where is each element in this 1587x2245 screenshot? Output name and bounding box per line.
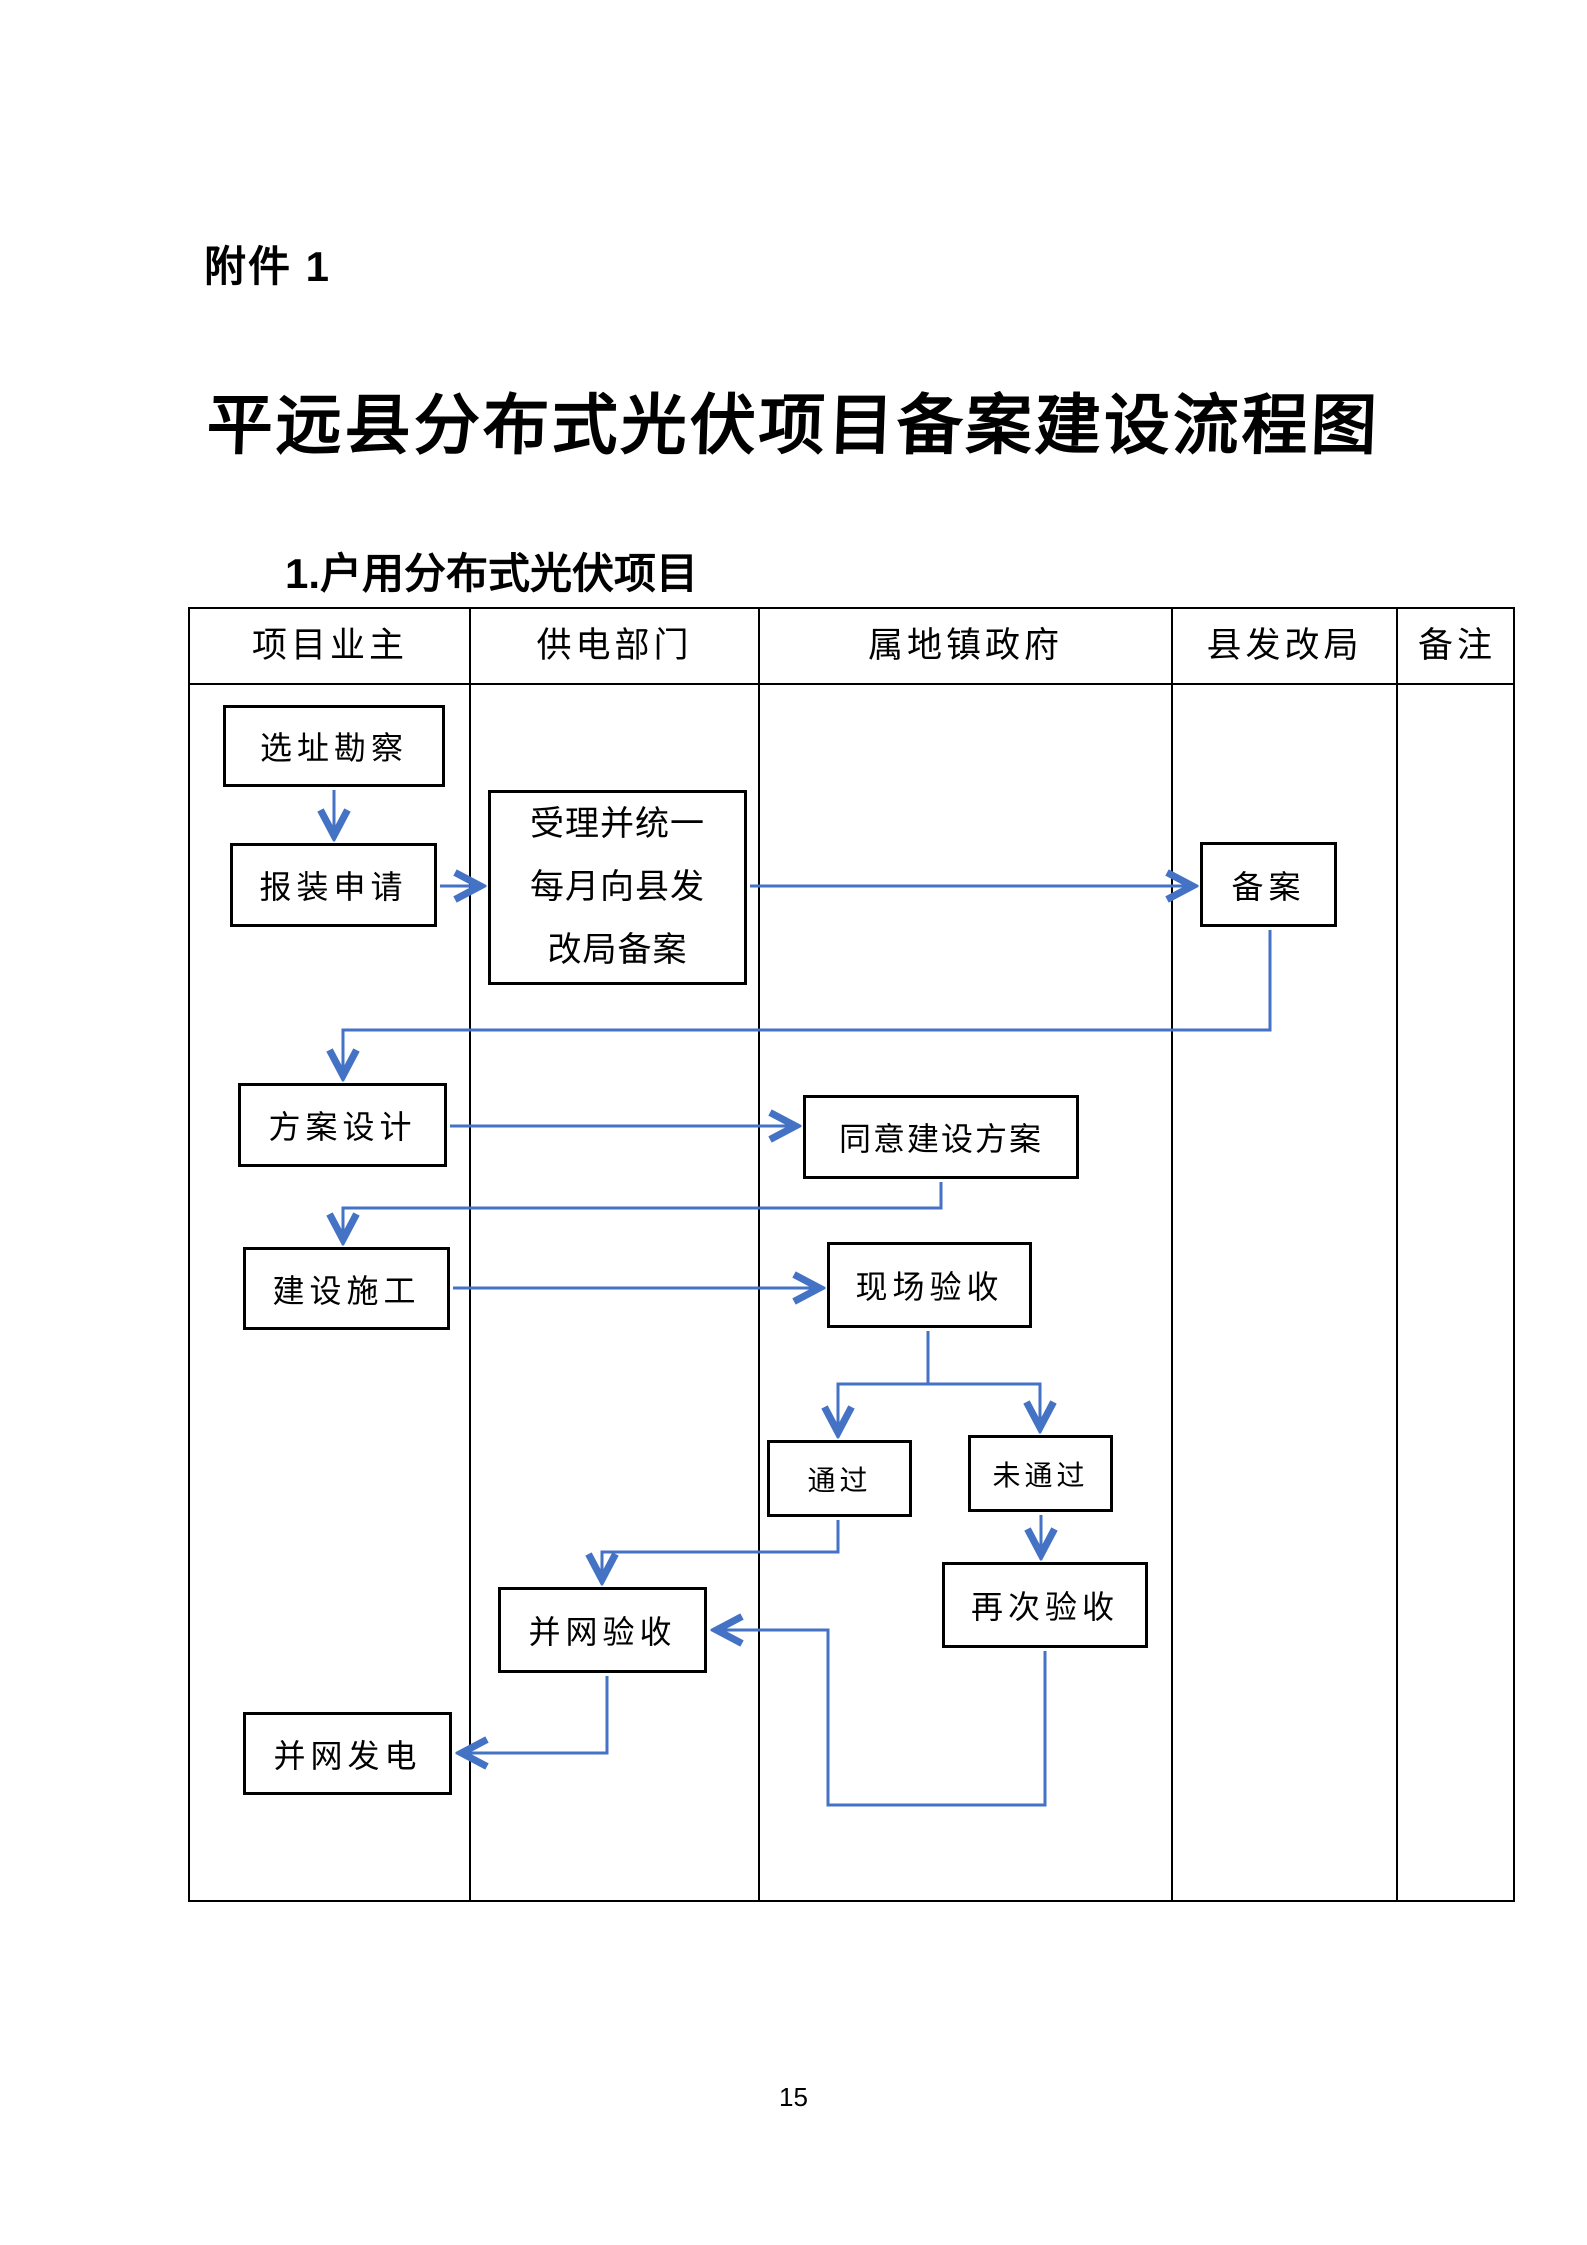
column-header-town-government: 属地镇政府 bbox=[867, 626, 1063, 665]
node-site-acceptance: 现场验收 bbox=[827, 1242, 1032, 1328]
column-header-power-supply: 供电部门 bbox=[536, 626, 693, 665]
table-header-row: 项目业主 供电部门 属地镇政府 县发改局 备注 bbox=[190, 609, 1513, 685]
column-header-remarks: 备注 bbox=[1417, 626, 1496, 665]
column-divider-1 bbox=[469, 609, 471, 1900]
node-grid-connected-generation: 并网发电 bbox=[243, 1712, 452, 1795]
column-header-county-drb: 县发改局 bbox=[1206, 626, 1363, 665]
attachment-label: 附件 1 bbox=[204, 243, 332, 290]
node-fail: 未通过 bbox=[968, 1435, 1113, 1512]
node-pass: 通过 bbox=[767, 1440, 912, 1517]
node-construction: 建设施工 bbox=[243, 1247, 450, 1330]
node-site-survey: 选址勘察 bbox=[223, 705, 445, 787]
column-divider-2 bbox=[758, 609, 760, 1900]
column-header-project-owner: 项目业主 bbox=[251, 626, 408, 665]
column-divider-3 bbox=[1171, 609, 1173, 1900]
page-title: 平远县分布式光伏项目备案建设流程图 bbox=[205, 390, 1382, 463]
section-heading: 1.户用分布式光伏项目 bbox=[285, 550, 699, 597]
node-grid-connection-acceptance: 并网验收 bbox=[498, 1587, 707, 1673]
node-filing: 备案 bbox=[1200, 842, 1337, 927]
column-divider-4 bbox=[1396, 609, 1398, 1900]
node-installation-application: 报装申请 bbox=[230, 843, 437, 927]
node-scheme-design: 方案设计 bbox=[238, 1083, 447, 1167]
page-number: 15 bbox=[779, 2082, 808, 2112]
flowchart-table: 项目业主 供电部门 属地镇政府 县发改局 备注 bbox=[188, 607, 1515, 1902]
node-accept-and-monthly-file: 受理并统一每月向县发改局备案 bbox=[488, 790, 747, 985]
node-approve-construction-scheme: 同意建设方案 bbox=[803, 1095, 1079, 1179]
node-re-acceptance: 再次验收 bbox=[942, 1562, 1148, 1648]
